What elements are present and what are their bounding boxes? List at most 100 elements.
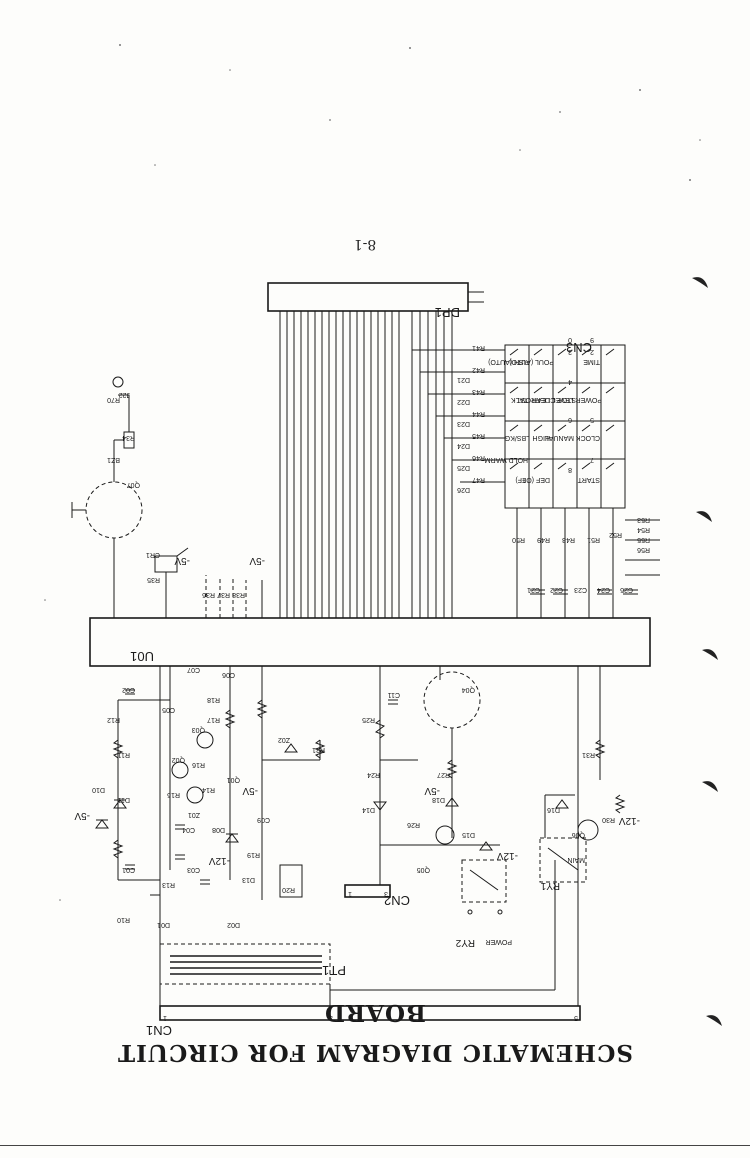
- main-relay-label: MAIN: [568, 856, 586, 863]
- key-poul: POUL (AUTO): [509, 358, 554, 365]
- label-q05: Q05: [417, 866, 430, 873]
- label-r19: R19: [247, 851, 260, 858]
- label-r41: R41: [472, 344, 485, 351]
- key-manual: MANUAL: [545, 434, 574, 441]
- key-8: 8: [568, 466, 572, 473]
- keypad-matrix: [504, 344, 626, 509]
- document-title: SCHEMATIC DIAGRAM FOR CIRCUIT BOARD: [117, 999, 633, 1066]
- label-r70: R70: [107, 396, 120, 403]
- label-r53: R53: [637, 516, 650, 523]
- key-lbs-kg: LBS/KG: [505, 434, 530, 441]
- ry2-label: RY2: [455, 937, 475, 948]
- label-d08: D08: [212, 826, 225, 833]
- label-r26: R26: [407, 821, 420, 828]
- label-r48: R48: [562, 536, 575, 543]
- label-d23: D23: [457, 420, 470, 427]
- label-r44: R44: [472, 410, 485, 417]
- cn1-pin-3: 3: [329, 1014, 333, 1021]
- neg5v-q03-label: -5V: [242, 785, 258, 796]
- label-r31: R31: [582, 751, 595, 758]
- key-high: HIGH: [533, 434, 551, 441]
- q04-outline: [423, 671, 481, 729]
- label-d26: D26: [457, 486, 470, 493]
- label-d21: D21: [457, 376, 470, 383]
- label-r14: R14: [202, 786, 215, 793]
- cn3-label: CN3: [566, 340, 592, 355]
- label-c04: C04: [182, 826, 195, 833]
- label-c25: C25: [620, 586, 633, 593]
- label-bz1: BZ1: [107, 456, 120, 463]
- pt1-outline: [159, 943, 331, 985]
- label-r36: R36: [202, 591, 215, 598]
- cn1-pin-1: 1: [163, 1014, 167, 1021]
- ry2-outline: [461, 859, 507, 903]
- key-3: 3: [568, 348, 572, 355]
- binder-marks: [692, 277, 722, 1026]
- label-q06: Q06: [572, 831, 585, 838]
- label-r13: R13: [162, 881, 175, 888]
- neg12v-q05-label: -12V: [497, 850, 518, 861]
- label-c02: C02: [122, 686, 135, 693]
- key-clock: CLOCK: [576, 434, 600, 441]
- label-r16: R16: [192, 761, 205, 768]
- z02-box: [279, 864, 303, 898]
- label-q03: Q03: [192, 726, 205, 733]
- power-section: [95, 666, 326, 1010]
- label-r55: R55: [637, 536, 650, 543]
- label-c07: C07: [187, 666, 200, 673]
- key-4: 4: [568, 378, 572, 385]
- cn2-connector: [344, 884, 391, 898]
- label-c05: C05: [162, 706, 175, 713]
- keypad-row-lines: [412, 349, 505, 483]
- dp1-display-header: [267, 282, 469, 312]
- label-r46: R46: [472, 454, 485, 461]
- label-r54: R54: [637, 526, 650, 533]
- label-r30: R30: [602, 816, 615, 823]
- label-q04: Q04: [462, 686, 475, 693]
- label-r10: R10: [117, 916, 130, 923]
- cn1-pin-5: 5: [574, 1014, 578, 1021]
- label-r24: R24: [367, 771, 380, 778]
- keypad-capacitors: [530, 589, 638, 595]
- cn2-label: CN2: [384, 893, 410, 908]
- cn2-pin-3: 3: [384, 890, 388, 897]
- key-start: START: [577, 476, 600, 483]
- key-7: 7: [590, 456, 594, 463]
- label-d14: D14: [362, 806, 375, 813]
- dp1-label: DP1: [435, 305, 460, 320]
- scan-specks: [44, 44, 701, 901]
- label-d25: D25: [457, 464, 470, 471]
- label-r21: R21: [312, 746, 325, 753]
- label-c24: C24: [597, 586, 610, 593]
- label-c11: C11: [388, 691, 400, 698]
- label-r20: R20: [282, 886, 295, 893]
- label-c09: C09: [257, 816, 270, 823]
- key-5: 5: [590, 416, 594, 423]
- label-r51: R51: [587, 536, 600, 543]
- label-d22: D22: [457, 398, 470, 405]
- q07-outline: [85, 481, 143, 539]
- key-fish: FISH (AUTO): [488, 358, 530, 365]
- power-relay-label: POWER: [486, 938, 512, 945]
- label-d24: D24: [457, 442, 470, 449]
- label-z02: Z02: [278, 736, 290, 743]
- u01-label: U01: [130, 649, 154, 664]
- display-bus: [279, 311, 453, 618]
- cn1-label: CN1: [146, 1023, 172, 1038]
- label-r11: R11: [118, 751, 130, 758]
- cn1-connector: [159, 1005, 581, 1021]
- label-r35: R35: [147, 576, 160, 583]
- label-r12: R12: [107, 716, 120, 723]
- label-r42: R42: [472, 366, 485, 373]
- key-defrost: DEFROST: [516, 396, 550, 403]
- key-power-level: POWER LEVEL: [552, 396, 602, 403]
- neg12v-left-label: -12V: [209, 855, 230, 866]
- ry1-label: RY1: [540, 880, 560, 891]
- label-d01: D01: [157, 921, 170, 928]
- neg5v-mid-label: -5V: [424, 785, 440, 796]
- label-c22: C22: [550, 586, 563, 593]
- key-hold-warm: HOLD WARM: [485, 456, 528, 463]
- label-q07: Q07: [127, 481, 140, 488]
